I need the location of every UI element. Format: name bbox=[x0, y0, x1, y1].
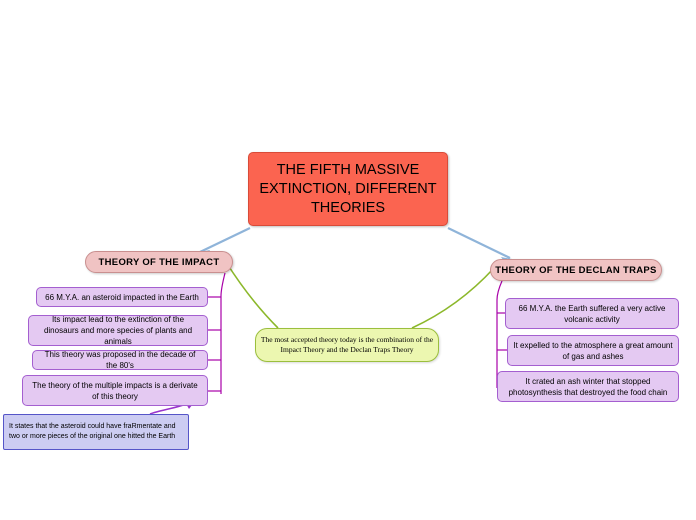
branch-header-impact[interactable]: THEORY OF THE IMPACT bbox=[85, 251, 233, 273]
leaf-impact-4[interactable]: The theory of the multiple impacts is a … bbox=[22, 375, 208, 406]
branch-header-declan-traps[interactable]: THEORY OF THE DECLAN TRAPS bbox=[490, 259, 662, 281]
leaf-declan-1-label: 66 M.Y.A. the Earth suffered a very acti… bbox=[518, 303, 666, 324]
leaf-impact-3-label: This theory was proposed in the decade o… bbox=[44, 350, 196, 370]
leaf-declan-1[interactable]: 66 M.Y.A. the Earth suffered a very acti… bbox=[505, 298, 679, 329]
leaf-declan-2-label: It expelled to the atmosphere a great am… bbox=[513, 340, 673, 361]
leaf-impact-2-label: Its impact lead to the extinction of the… bbox=[43, 315, 193, 346]
root-node-label: THE FIFTH MASSIVE EXTINCTION, DIFFERENT … bbox=[259, 161, 437, 216]
leaf-impact-3[interactable]: This theory was proposed in the decade o… bbox=[32, 350, 208, 370]
note-asteroid-fragmentation-label: It states that the asteroid could have f… bbox=[9, 423, 176, 440]
leaf-impact-4-label: The theory of the multiple impacts is a … bbox=[32, 380, 198, 401]
leaf-impact-1-label: 66 M.Y.A. an asteroid impacted in the Ea… bbox=[45, 292, 199, 302]
branch-header-impact-label: THEORY OF THE IMPACT bbox=[98, 256, 220, 268]
conclusion-node[interactable]: The most accepted theory today is the co… bbox=[255, 328, 439, 362]
leaf-declan-3[interactable]: It crated an ash winter that stopped pho… bbox=[497, 371, 679, 402]
leaf-declan-3-label: It crated an ash winter that stopped pho… bbox=[508, 376, 668, 397]
branch-header-declan-traps-label: THEORY OF THE DECLAN TRAPS bbox=[495, 264, 657, 276]
leaf-declan-2[interactable]: It expelled to the atmosphere a great am… bbox=[507, 335, 679, 366]
note-asteroid-fragmentation[interactable]: It states that the asteroid could have f… bbox=[3, 414, 189, 450]
conclusion-node-label: The most accepted theory today is the co… bbox=[260, 335, 434, 354]
leaf-impact-1[interactable]: 66 M.Y.A. an asteroid impacted in the Ea… bbox=[36, 287, 208, 307]
leaf-impact-2[interactable]: Its impact lead to the extinction of the… bbox=[28, 315, 208, 346]
root-node[interactable]: THE FIFTH MASSIVE EXTINCTION, DIFFERENT … bbox=[248, 152, 448, 226]
